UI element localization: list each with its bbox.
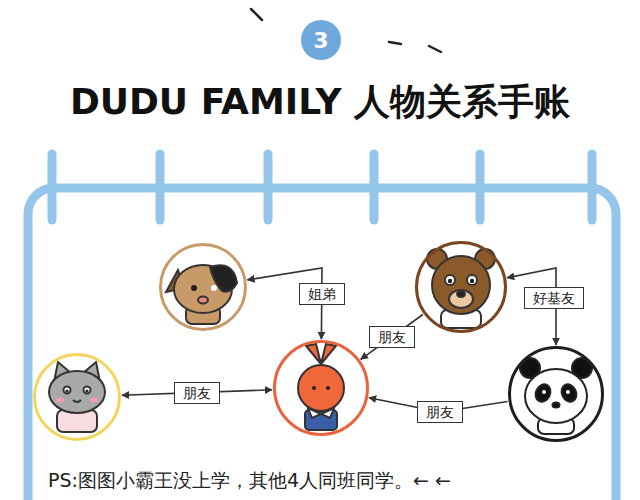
relation-label: 朋友 <box>417 401 463 423</box>
character-circle <box>508 346 604 442</box>
character-circle <box>33 353 121 441</box>
relation-label: 朋友 <box>369 326 415 348</box>
relation-label: 好基友 <box>524 287 584 309</box>
character-circle <box>415 241 507 333</box>
panda-face <box>520 358 592 434</box>
character-circle <box>273 340 369 436</box>
relation-label: 朋友 <box>174 382 220 404</box>
deco-marks <box>251 9 441 52</box>
dog-face <box>166 265 237 324</box>
binder-tabs <box>52 154 592 220</box>
character-circle <box>159 243 247 331</box>
section-badge: 3 <box>301 20 341 60</box>
relation-arrow <box>361 315 423 360</box>
notebook-frame <box>28 188 616 500</box>
cat-face <box>49 362 105 432</box>
bear-face <box>427 249 495 328</box>
footnote-text: PS:图图小霸王没上学，其他4人同班同学。← ← <box>48 468 451 494</box>
relation-label: 姐弟 <box>299 283 345 305</box>
main-title: DUDU FAMILY 人物关系手账 <box>0 78 640 127</box>
tutu-face <box>298 344 344 430</box>
node-text: 3 <box>313 28 328 53</box>
